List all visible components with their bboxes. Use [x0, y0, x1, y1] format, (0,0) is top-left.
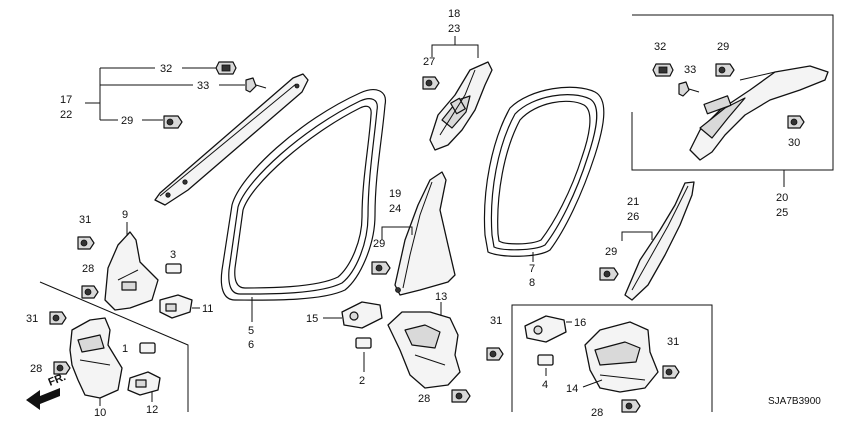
label-11: 11 — [202, 303, 213, 315]
side-lining-10 — [69, 317, 123, 399]
label-17: 17 — [60, 94, 72, 106]
lower-right-inset-frame — [511, 304, 713, 412]
front-pillar-garnish — [154, 73, 309, 206]
label-22: 22 — [60, 109, 72, 121]
clip-28-c — [451, 389, 471, 403]
label-28-b: 28 — [30, 363, 42, 375]
diagram-code: SJA7B3900 — [768, 396, 821, 407]
front-door-opening-seal — [220, 89, 387, 301]
clip-29-inset — [715, 63, 735, 77]
label-29-left: 29 — [121, 115, 133, 127]
label-29-right: 29 — [605, 246, 617, 258]
label-28-a: 28 — [82, 263, 94, 275]
label-2: 2 — [359, 375, 365, 387]
pad-3 — [165, 263, 182, 274]
label-31-d: 31 — [667, 336, 679, 348]
cap-15 — [341, 301, 383, 329]
label-12: 12 — [146, 404, 158, 416]
label-29-center: 29 — [373, 238, 385, 250]
label-28-c: 28 — [418, 393, 430, 405]
lower-left-section-line — [39, 281, 189, 412]
front-arrow — [26, 388, 60, 410]
label-29-inset: 29 — [717, 41, 729, 53]
rear-quarter-inset-frame — [631, 14, 834, 171]
pad-4 — [537, 354, 554, 366]
label-16: 16 — [574, 317, 586, 329]
bracket-17-22 — [85, 67, 245, 121]
rear-door-opening-seal — [483, 86, 605, 257]
clip-28-a — [81, 285, 99, 299]
clip-30 — [787, 115, 805, 129]
label-18: 18 — [448, 8, 460, 20]
label-5: 5 — [248, 325, 254, 337]
label-10: 10 — [94, 407, 106, 419]
pad-2 — [355, 337, 372, 349]
label-4: 4 — [542, 379, 548, 391]
screw-33-left — [245, 77, 267, 93]
clip-31-b — [49, 311, 67, 325]
rear-pillar-lower-trim — [624, 181, 695, 301]
label-31-b: 31 — [26, 313, 38, 325]
label-33-right: 33 — [684, 64, 696, 76]
label-15: 15 — [306, 313, 318, 325]
pad-1 — [139, 342, 156, 354]
label-3: 3 — [170, 249, 176, 261]
label-9: 9 — [122, 209, 128, 221]
screw-33-right — [678, 81, 700, 97]
label-8: 8 — [529, 277, 535, 289]
bracket-21-26 — [621, 231, 653, 241]
clip-27 — [422, 76, 440, 90]
leader-14 — [582, 379, 603, 388]
label-21: 21 — [627, 196, 639, 208]
clip-29-center — [371, 261, 391, 275]
clip-32-left — [215, 61, 237, 75]
rear-side-lining-13 — [387, 311, 461, 389]
label-13: 13 — [435, 291, 447, 303]
bracket-18-23 — [431, 36, 479, 58]
label-20: 20 — [776, 192, 788, 204]
front-side-lining-9 — [104, 231, 159, 311]
clip-31-a — [77, 236, 95, 250]
center-pillar-upper-garnish — [429, 61, 493, 151]
clip-28-b — [53, 361, 71, 375]
label-19: 19 — [389, 188, 401, 200]
label-14: 14 — [566, 383, 578, 395]
rear-side-lining-14 — [584, 321, 659, 393]
label-31-a: 31 — [79, 214, 91, 226]
label-1: 1 — [122, 343, 128, 355]
label-32-right: 32 — [654, 41, 666, 53]
clip-28-d — [621, 399, 641, 413]
clip-32-right — [652, 63, 674, 77]
clip-31-d — [662, 365, 680, 379]
rear-pillar-garnish — [689, 65, 829, 161]
label-24: 24 — [389, 203, 401, 215]
clip-31-c — [486, 347, 504, 361]
cap-12 — [127, 371, 161, 396]
label-25: 25 — [776, 207, 788, 219]
clip-29-right — [599, 267, 619, 281]
label-26: 26 — [627, 211, 639, 223]
label-23: 23 — [448, 23, 460, 35]
label-31-c: 31 — [490, 315, 502, 327]
bracket-19-24 — [381, 226, 413, 240]
label-28-d: 28 — [591, 407, 603, 419]
label-32-left: 32 — [160, 63, 172, 75]
label-7: 7 — [529, 263, 535, 275]
clip-29-left — [163, 115, 183, 129]
cap-16 — [524, 315, 567, 343]
label-6: 6 — [248, 339, 254, 351]
label-33-left: 33 — [197, 80, 209, 92]
label-27: 27 — [423, 56, 435, 68]
label-30: 30 — [788, 137, 800, 149]
cap-11 — [159, 294, 193, 319]
center-pillar-lower-garnish — [394, 171, 456, 296]
